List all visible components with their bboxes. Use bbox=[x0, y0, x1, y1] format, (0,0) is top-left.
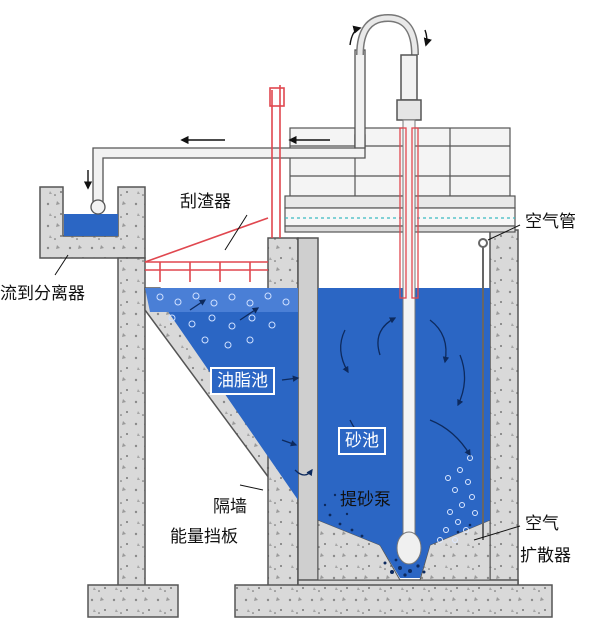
to-separator-label: 流到分离器 bbox=[0, 284, 85, 304]
partition-wall-label: 隔墙 bbox=[213, 497, 247, 517]
air-diffuser-label-2: 扩散器 bbox=[520, 546, 571, 566]
diffuser-bubbles bbox=[437, 455, 478, 543]
sand-pump-label: 提砂泵 bbox=[340, 490, 391, 510]
energy-baffle-label: 能量挡板 bbox=[170, 527, 238, 547]
leader-lines bbox=[54, 214, 521, 541]
grease-tank-water bbox=[145, 288, 298, 500]
sand-pump-riser bbox=[396, 119, 422, 565]
outlet-flow-arrows bbox=[83, 25, 432, 190]
channel-water bbox=[64, 214, 118, 236]
grease-tank-label: 油脂池 bbox=[210, 367, 275, 395]
hopper-wall bbox=[317, 519, 491, 581]
pump-hose bbox=[356, 13, 422, 121]
grease-bubbles bbox=[156, 292, 290, 349]
sand-tank-label: 砂池 bbox=[338, 427, 386, 455]
scraper bbox=[144, 85, 285, 282]
air-pipe-label: 空气管 bbox=[525, 212, 576, 232]
air-diffuser-label-1: 空气 bbox=[525, 514, 559, 534]
air-pipe bbox=[478, 238, 488, 540]
scraper-label: 刮渣器 bbox=[180, 192, 231, 212]
